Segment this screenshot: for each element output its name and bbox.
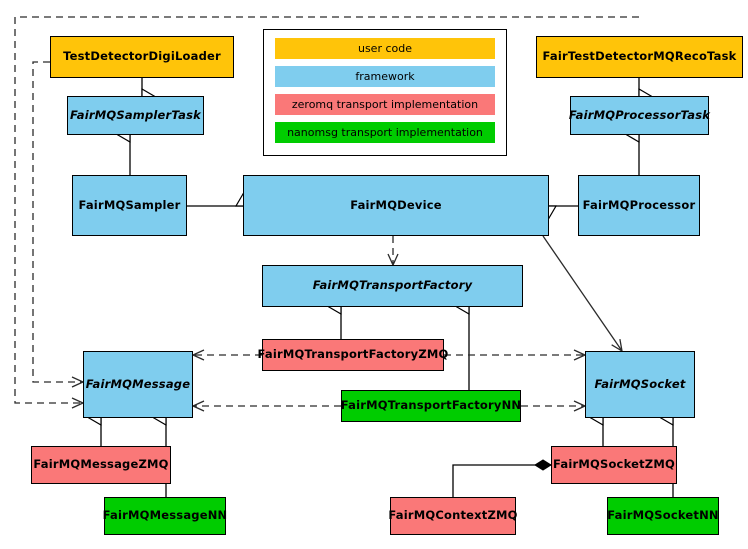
class-node-fairmqtransportfactorynn[interactable]: FairMQTransportFactoryNN	[341, 390, 521, 422]
class-label-fairmqsampler: FairMQSampler	[78, 197, 181, 212]
class-label-fairmqprocessor: FairMQProcessor	[582, 197, 696, 212]
edge-recotask-to-message	[14, 16, 639, 409]
class-node-fairmqtransportfactory[interactable]: FairMQTransportFactory	[262, 265, 523, 307]
class-label-fairmqdevice: FairMQDevice	[350, 197, 442, 212]
legend-item-user-code: user code	[275, 38, 495, 59]
class-label-fairmqsocket: FairMQSocket	[594, 376, 686, 391]
legend-label-framework: framework	[355, 70, 415, 83]
class-label-fairmqmessagezmq: FairMQMessageZMQ	[33, 457, 169, 472]
class-label-fairmqmessagenn: FairMQMessageNN	[102, 508, 228, 523]
class-node-fairmqmessagezmq[interactable]: FairMQMessageZMQ	[31, 446, 171, 484]
legend-item-framework: framework	[275, 66, 495, 87]
class-label-fairmqtransportfactorynn: FairMQTransportFactoryNN	[340, 398, 522, 413]
class-label-fairmqsocketnn: FairMQSocketNN	[607, 508, 719, 523]
class-label-fairmqsamplertask: FairMQSamplerTask	[70, 107, 201, 122]
legend-label-zeromq: zeromq transport implementation	[291, 98, 479, 111]
class-label-fairmqsocketzmq: FairMQSocketZMQ	[553, 457, 675, 472]
legend-panel: user code framework zeromq transport imp…	[263, 29, 507, 156]
class-node-fairmqmessagenn[interactable]: FairMQMessageNN	[102, 497, 228, 535]
class-node-fairmqsocketzmq[interactable]: FairMQSocketZMQ	[551, 446, 677, 484]
class-node-fairmqsamplertask[interactable]: FairMQSamplerTask	[67, 96, 204, 135]
class-label-fairmqtransportfactory: FairMQTransportFactory	[312, 278, 473, 293]
edge-device-to-socket	[542, 235, 623, 353]
class-node-fairmqdevice[interactable]: FairMQDevice	[243, 175, 549, 236]
class-node-fairmqsampler[interactable]: FairMQSampler	[72, 175, 187, 236]
edge-digiloader-to-message	[32, 61, 85, 388]
legend-item-zeromq: zeromq transport implementation	[275, 94, 495, 115]
class-node-testdetectordigiloader[interactable]: TestDetectorDigiLoader	[50, 36, 234, 78]
class-node-fairmqsocketnn[interactable]: FairMQSocketNN	[607, 497, 719, 535]
class-label-fairmqprocessortask: FairMQProcessorTask	[568, 107, 711, 122]
class-label-fairmqtransportfactoryzmq: FairMQTransportFactoryZMQ	[257, 347, 449, 362]
class-label-testdetectordigiloader: TestDetectorDigiLoader	[63, 49, 221, 64]
class-node-fairmqprocessor[interactable]: FairMQProcessor	[578, 175, 700, 236]
class-label-fairmqmessage: FairMQMessage	[85, 376, 191, 391]
class-node-fairmqcontextzmq[interactable]: FairMQContextZMQ	[388, 497, 518, 535]
class-node-fairmqprocessortask[interactable]: FairMQProcessorTask	[568, 96, 711, 135]
dependency-edges	[14, 16, 639, 412]
legend-label-user-code: user code	[357, 42, 413, 55]
class-node-fairtestdetectormqrecotask[interactable]: FairTestDetectorMQRecoTask	[536, 36, 743, 78]
class-node-fairmqtransportfactoryzmq[interactable]: FairMQTransportFactoryZMQ	[258, 339, 448, 371]
legend-item-nanomsg: nanomsg transport implementation	[275, 122, 495, 143]
legend-label-nanomsg: nanomsg transport implementation	[287, 126, 483, 139]
edge-socketzmq-to-contextzmq	[452, 459, 552, 497]
association-edges	[542, 235, 623, 353]
class-label-fairtestdetectormqrecotask: FairTestDetectorMQRecoTask	[542, 49, 737, 64]
class-node-fairmqsocket[interactable]: FairMQSocket	[585, 351, 695, 418]
class-label-fairmqcontextzmq: FairMQContextZMQ	[388, 508, 518, 523]
class-node-fairmqmessage[interactable]: FairMQMessage	[83, 351, 193, 418]
composition-edges	[452, 459, 552, 497]
